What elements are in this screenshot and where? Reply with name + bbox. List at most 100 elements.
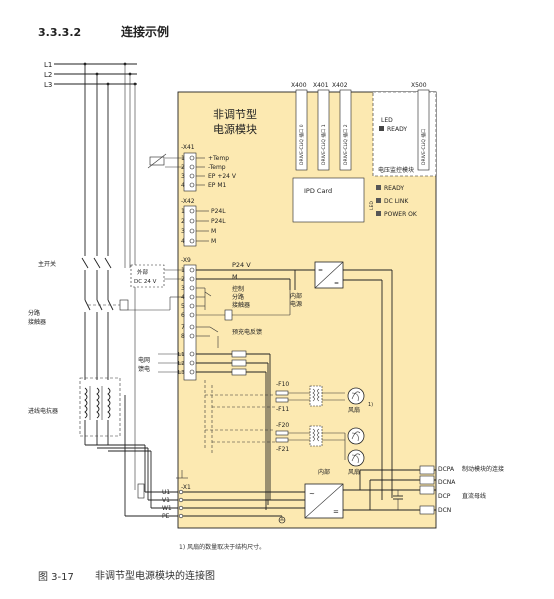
x401-label: X401 [313, 82, 329, 89]
x41-signal-2: -Temp [208, 164, 226, 171]
x41-terminals [183, 152, 197, 192]
ipd-card-box [292, 177, 365, 223]
fuse-f11-label: -F11 [276, 406, 289, 413]
x42-pin-1: 1 [181, 208, 185, 215]
x42-signal-2: P24L [211, 218, 226, 225]
svg-text:DRIVE-CLiQ 插口 0: DRIVE-CLiQ 插口 0 [298, 124, 305, 165]
led-side-label: LED [369, 201, 375, 210]
fan-3 [347, 449, 365, 467]
footnote: 1) 风扇的数量取决于结构尺寸。 [179, 544, 266, 551]
fan-3-label: 风扇 [348, 468, 360, 476]
led-dc-link-label: DC LINK [384, 198, 409, 205]
dc-dc-converter: = = [314, 261, 344, 289]
module-title-line2: 电源模块 [213, 122, 257, 136]
mains-supply-line2: 馈电 [138, 365, 150, 373]
svg-text:DRIVE-CLiQ 插口 2: DRIVE-CLiQ 插口 2 [342, 124, 349, 165]
internal-supply-line2: 电源 [290, 300, 302, 308]
fan-2 [347, 427, 365, 445]
section-title: 连接示例 [121, 25, 170, 39]
monitor-caption: 电压监控模块 [378, 166, 414, 174]
svg-text:~: ~ [309, 490, 315, 498]
led-ready-label: READY [384, 185, 404, 192]
figure-number: 图 3-17 [38, 572, 74, 583]
drive-cliq-socket-0: DRIVE-CLiQ 插口 0 [295, 89, 308, 171]
contactor-symbol [84, 299, 129, 311]
fan-transformer-1 [309, 385, 323, 407]
x42-signal-4: M [211, 238, 216, 245]
x41-pin-3: 3 [181, 173, 185, 180]
fuse-f10-label: -F10 [276, 381, 289, 388]
x9-pin-4: 4 [181, 294, 185, 301]
x41-signal-4: EP M1 [208, 182, 226, 189]
x42-label: -X42 [181, 198, 195, 205]
m-label: M [232, 273, 238, 281]
svg-text:=: = [318, 267, 323, 274]
svg-text:=: = [334, 280, 339, 287]
contactor-label-line1: 分路 [28, 309, 40, 317]
main-switch-label: 主开关 [38, 260, 56, 268]
x9-pin-8: 8 [181, 333, 185, 340]
x9-pin-6: 6 [181, 312, 185, 319]
x1-w1-label: W1 [162, 505, 172, 512]
x9-pin-1: 1 [181, 267, 185, 274]
internal-supply-line1: 内部 [290, 292, 302, 300]
fuse-f20-label: -F20 [276, 422, 289, 429]
x9-pin-2: 2 [181, 276, 185, 283]
x500-label: X500 [411, 82, 427, 89]
p24v-label: P24 V [232, 261, 251, 269]
figure-title: 非调节型电源模块的连接图 [95, 571, 215, 582]
external-24v-line2: DC 24 V [134, 279, 157, 285]
precharge-label: 预充电反馈 [232, 328, 262, 336]
dcpa-label: DCPA [438, 466, 455, 473]
external-24v-box [130, 264, 165, 288]
mains-l1-label: L1 [44, 61, 52, 69]
ipd-card-label: IPD Card [304, 187, 332, 195]
mains-supply-line1: 电网 [138, 356, 150, 364]
internal-label: 内部 [318, 468, 330, 476]
drive-cliq-socket-2: DRIVE-CLiQ 插口 2 [339, 89, 352, 171]
x402-label: X402 [332, 82, 348, 89]
monitor-ready-label: READY [387, 126, 407, 133]
x1-label: -X1 [181, 484, 191, 491]
line-reactor-symbol [79, 377, 121, 437]
section-number: 3.3.3.2 [38, 26, 82, 39]
x9-pin-7: 7 [181, 324, 185, 331]
x9-pin-3: 3 [181, 285, 185, 292]
dc-link-capacitor [393, 490, 403, 510]
drive-cliq-socket-x500: DRIVE-CLiQ 插口 [417, 89, 430, 171]
x41-pin-4: 4 [181, 182, 185, 189]
contactor-label-line2: 接触器 [28, 318, 46, 326]
brake-module-label: 制动模块的连接 [462, 465, 504, 473]
svg-text:=: = [333, 508, 339, 516]
mains-l3-label: L3 [44, 81, 52, 89]
x1-pe-label: PE [162, 513, 170, 520]
mains-l2-label: L2 [44, 71, 52, 79]
x42-pin-3: 3 [181, 228, 185, 235]
svg-text:DRIVE-CLiQ 插口: DRIVE-CLiQ 插口 [420, 129, 427, 165]
main-switch-symbol [81, 257, 112, 269]
x42-signal-1: P24L [211, 208, 226, 215]
x9-pin-5: 5 [181, 303, 185, 310]
x42-pin-4: 4 [181, 238, 185, 245]
x9-pin-l2: L2 [178, 361, 185, 367]
x41-pin-1: 1 [181, 155, 185, 162]
x1-u1-label: U1 [162, 489, 170, 496]
thermistor-symbol [147, 153, 184, 169]
dcp-label: DCP [438, 493, 451, 500]
fuse-f21-label: -F21 [276, 446, 289, 453]
x41-label: -X41 [181, 144, 195, 151]
dc-bus-label: 直流母线 [462, 492, 486, 500]
x42-pin-2: 2 [181, 218, 185, 225]
led-power-ok-label: POWER OK [384, 211, 418, 218]
x400-label: X400 [291, 82, 307, 89]
dcna-label: DCNA [438, 479, 456, 486]
module-title-line1: 非调节型 [213, 107, 257, 121]
svg-text:DRIVE-CLiQ 插口 1: DRIVE-CLiQ 插口 1 [320, 124, 327, 165]
x9-label: -X9 [181, 257, 191, 264]
x1-v1-label: V1 [162, 497, 170, 504]
line-reactor-label: 进线电抗器 [28, 407, 58, 415]
x9-pin-l1: L1 [178, 352, 185, 358]
control-label-line2: 分路 [232, 293, 244, 301]
x9-terminals [183, 264, 197, 381]
fan-1 [347, 387, 365, 405]
